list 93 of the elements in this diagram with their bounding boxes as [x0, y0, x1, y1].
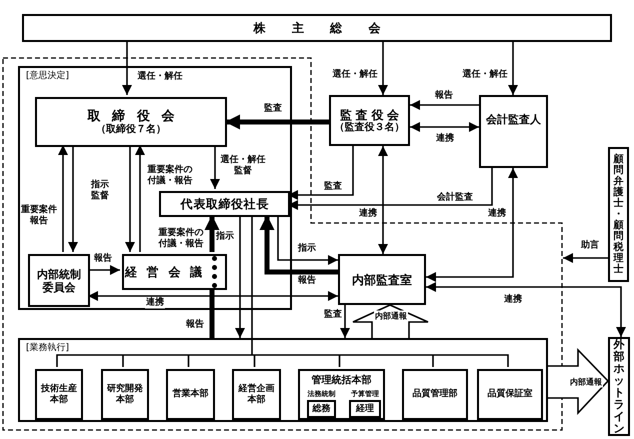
organ-name: 総務: [312, 404, 330, 414]
organ-box: [166, 369, 215, 420]
organ-box: [298, 369, 385, 420]
edge-label: 内部通報: [569, 376, 603, 388]
organ-box: [35, 369, 83, 420]
edge-label: 連携: [145, 298, 165, 308]
arrow: [235, 215, 245, 338]
block-arrow: [547, 348, 610, 416]
edge-label: 助言: [580, 240, 600, 252]
organ-box: [329, 95, 410, 146]
edge-label: 監査: [323, 310, 343, 320]
arrow: [410, 122, 479, 132]
group-heading: [意思決定]: [26, 71, 70, 82]
edge-label: 指示: [297, 244, 317, 254]
edge-label: 選任・解任: [332, 70, 378, 80]
connector-line: [210, 288, 214, 338]
organ-box: [338, 254, 426, 305]
arrow: [563, 253, 608, 263]
organ-name: 経営企画本部: [238, 384, 276, 406]
edge-label: 会計監査: [436, 192, 474, 204]
organ-name: 顧問弁護士・顧問税理士: [614, 154, 624, 275]
arrow: [340, 305, 350, 338]
meeting-band: [22, 14, 612, 42]
edge-label: 報告: [297, 276, 317, 286]
edge-label: 連携: [487, 208, 507, 220]
organ-name: 内部統制委員会: [36, 268, 82, 294]
arrow: [378, 146, 388, 254]
organ-box: [477, 369, 543, 420]
edge-label: 指示: [215, 232, 235, 242]
edge-label: 内部通報: [374, 310, 408, 322]
arrow: [426, 168, 518, 282]
organ-box: [122, 254, 227, 290]
organ-name: 取締役会: [87, 108, 186, 124]
organ-name: 代表取締役社長: [180, 197, 269, 211]
organ-name: 監査役会: [340, 108, 402, 122]
organ-box: [101, 369, 149, 420]
organ-box: [28, 254, 90, 307]
organ-box: [479, 95, 548, 168]
edge-label: 監査: [263, 104, 283, 114]
organ-name: 外部ホットライン: [614, 338, 624, 434]
edge-label: 連携: [435, 134, 455, 144]
edge-label: 指示監督: [90, 180, 110, 202]
member-count: （取締役７名）: [96, 124, 166, 136]
arrow: [88, 265, 120, 275]
tree-line: [56, 214, 509, 368]
member-count: （監査役３名）: [334, 122, 404, 134]
organ-name: 経理: [356, 404, 374, 414]
organ-box: [608, 147, 629, 282]
arrow: [210, 145, 220, 189]
edge-label: 選任・解任: [462, 70, 508, 80]
arrow: [88, 291, 338, 301]
arrow: [204, 215, 220, 252]
arrow: [260, 215, 338, 274]
organ-name: 品質保証室: [488, 389, 532, 400]
edge-label: 重要案件の付議・報告: [146, 165, 194, 187]
arrow: [125, 145, 135, 252]
edge-label: 連携: [503, 294, 523, 306]
edge-label: 選任・解任監督: [220, 155, 266, 177]
edge-label: 重要案件報告: [20, 205, 58, 227]
arrow: [225, 114, 329, 130]
organ-box: [307, 400, 336, 418]
arrow: [58, 145, 68, 252]
edge-label: 重要案件の付議・報告: [158, 228, 204, 250]
arrow: [378, 42, 388, 95]
arrow: [122, 42, 132, 95]
organ-name: 品質管理部: [412, 389, 458, 400]
organ-box: [349, 400, 381, 418]
organ-name: 経営会議: [125, 265, 212, 279]
edge-label: 報告: [185, 320, 205, 330]
organ-name: 株主総会: [253, 21, 407, 35]
organ-box: [232, 369, 281, 420]
edge-label: 連携: [358, 208, 378, 220]
arrow: [426, 282, 626, 337]
organ-box: [402, 369, 468, 420]
organ-name: 管理統括本部: [312, 375, 372, 387]
organ-name: 技術生産本部: [40, 384, 78, 406]
edge-label: 報告: [93, 254, 113, 264]
arrow: [277, 215, 338, 265]
edge-label: 監査: [323, 182, 343, 192]
organ-box: [159, 191, 290, 217]
group-heading: [業務執行]: [26, 343, 70, 354]
organ-name: 会計監査人: [486, 113, 541, 126]
organ-name: 研究開発本部: [106, 384, 144, 406]
organ-name: 内部監査室: [352, 272, 412, 286]
arrow: [68, 145, 78, 252]
arrow: [135, 145, 145, 252]
arrow: [508, 42, 518, 95]
edge-label: 選任・解任: [136, 72, 184, 82]
organ-box: [35, 97, 227, 147]
organ-name: 営業本部: [172, 389, 208, 400]
edge-label: 報告: [434, 90, 454, 102]
group-frame: [18, 338, 548, 422]
organ-box: [608, 337, 630, 436]
